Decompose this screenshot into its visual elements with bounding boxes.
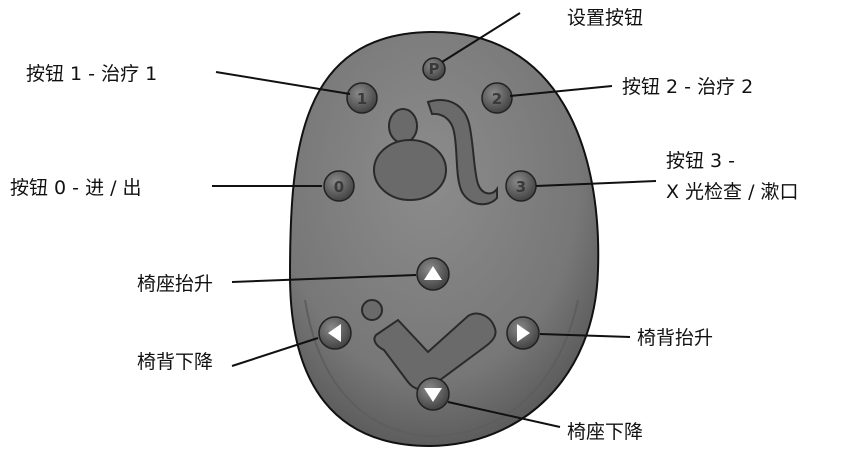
- leader-btn3: [535, 180, 657, 187]
- label-button-1: 按钮 1 - 治疗 1: [26, 63, 157, 85]
- label-back-down: 椅背下降: [137, 351, 213, 373]
- button-1[interactable]: 1: [346, 82, 378, 114]
- arrow-up-icon: [424, 266, 442, 280]
- label-button-3-line1: 按钮 3 -: [666, 150, 735, 172]
- back-up-button[interactable]: [506, 316, 540, 350]
- leader-seat-up: [231, 274, 417, 283]
- button-0-label: 0: [334, 178, 344, 196]
- label-seat-up: 椅座抬升: [137, 273, 213, 295]
- leader-lines: [212, 12, 657, 428]
- setup-button-label: P: [429, 60, 440, 78]
- leader-btn1: [215, 71, 351, 95]
- label-button-2: 按钮 2 - 治疗 2: [622, 76, 753, 98]
- leader-setup: [441, 12, 521, 63]
- button-1-label: 1: [357, 90, 367, 108]
- label-button-0: 按钮 0 - 进 / 出: [10, 177, 142, 199]
- arrow-right-icon: [517, 324, 530, 342]
- seat-down-button[interactable]: [416, 377, 450, 411]
- button-2-label: 2: [492, 90, 502, 108]
- button-3-label: 3: [516, 178, 526, 196]
- leader-back-up: [539, 333, 631, 338]
- labels: 设置按钮 按钮 1 - 治疗 1 按钮 2 - 治疗 2 按钮 0 - 进 / …: [10, 7, 799, 443]
- arrow-left-icon: [328, 324, 341, 342]
- arrow-down-icon: [424, 388, 442, 402]
- leader-btn2: [509, 85, 613, 97]
- leader-back-down: [231, 337, 319, 367]
- button-3[interactable]: 3: [505, 170, 537, 202]
- back-down-button[interactable]: [318, 316, 352, 350]
- label-back-up: 椅背抬升: [637, 327, 713, 349]
- back-rocker-pad: [361, 299, 497, 391]
- setup-button[interactable]: P: [422, 57, 446, 81]
- label-button-3-line2: X 光检查 / 漱口: [666, 181, 799, 203]
- leader-seat-down: [447, 401, 561, 428]
- logo-icon: [373, 99, 498, 206]
- label-seat-down: 椅座下降: [567, 421, 643, 443]
- label-setup-button: 设置按钮: [567, 7, 643, 29]
- button-0[interactable]: 0: [323, 170, 355, 202]
- seat-up-button[interactable]: [416, 257, 450, 291]
- button-2[interactable]: 2: [481, 82, 513, 114]
